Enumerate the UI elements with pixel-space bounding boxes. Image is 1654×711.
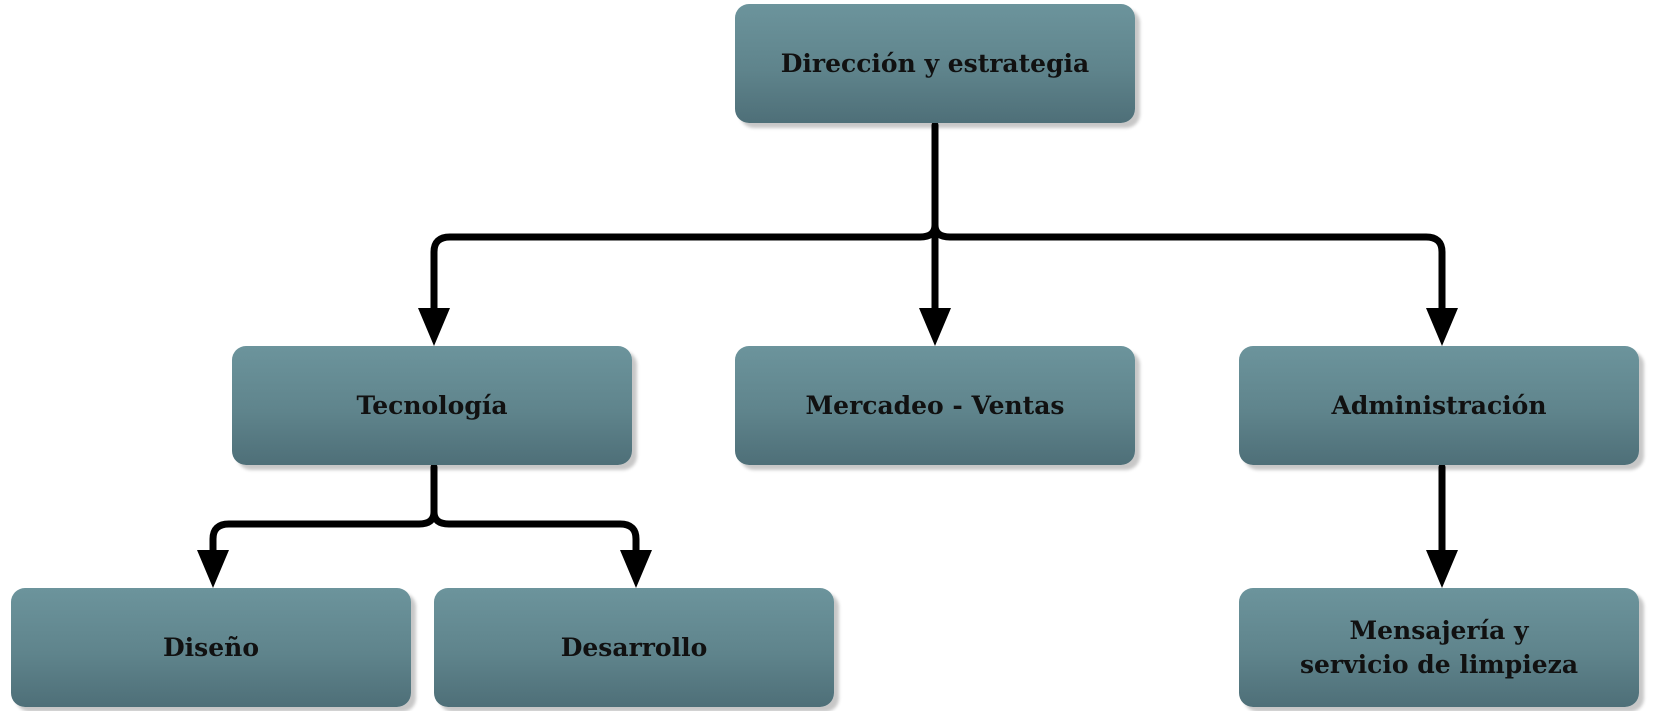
connector-root-to-tecnologia — [430, 221, 939, 322]
arrowhead-mensajeria — [1426, 550, 1458, 588]
node-direccion-estrategia[interactable]: Dirección y estrategia — [735, 4, 1135, 123]
connector-root-to-administracion — [931, 221, 1446, 322]
node-mercadeo-ventas[interactable]: Mercadeo - Ventas — [735, 346, 1135, 465]
arrowhead-tecnologia — [418, 308, 450, 346]
node-label: Administración — [1331, 390, 1547, 420]
node-label: Mensajería y servicio de limpieza — [1299, 615, 1579, 679]
arrowhead-administracion — [1426, 308, 1458, 346]
node-label: Mercadeo - Ventas — [805, 390, 1065, 420]
connector-tecnologia-to-desarrollo — [430, 508, 640, 564]
node-desarrollo[interactable]: Desarrollo — [434, 588, 834, 707]
arrowhead-desarrollo — [620, 550, 652, 588]
node-label: Dirección y estrategia — [780, 48, 1090, 78]
node-tecnologia[interactable]: Tecnología — [232, 346, 632, 465]
connector-tecnologia-to-diseno — [209, 508, 438, 564]
node-mensajeria-limpieza[interactable]: Mensajería y servicio de limpieza — [1239, 588, 1639, 707]
arrowhead-diseno — [197, 550, 229, 588]
node-label: Tecnología — [356, 390, 508, 420]
node-label: Diseño — [162, 632, 259, 662]
node-diseno[interactable]: Diseño — [11, 588, 411, 707]
node-administracion[interactable]: Administración — [1239, 346, 1639, 465]
node-label: Desarrollo — [560, 632, 708, 662]
arrowhead-mercadeo — [919, 308, 951, 346]
